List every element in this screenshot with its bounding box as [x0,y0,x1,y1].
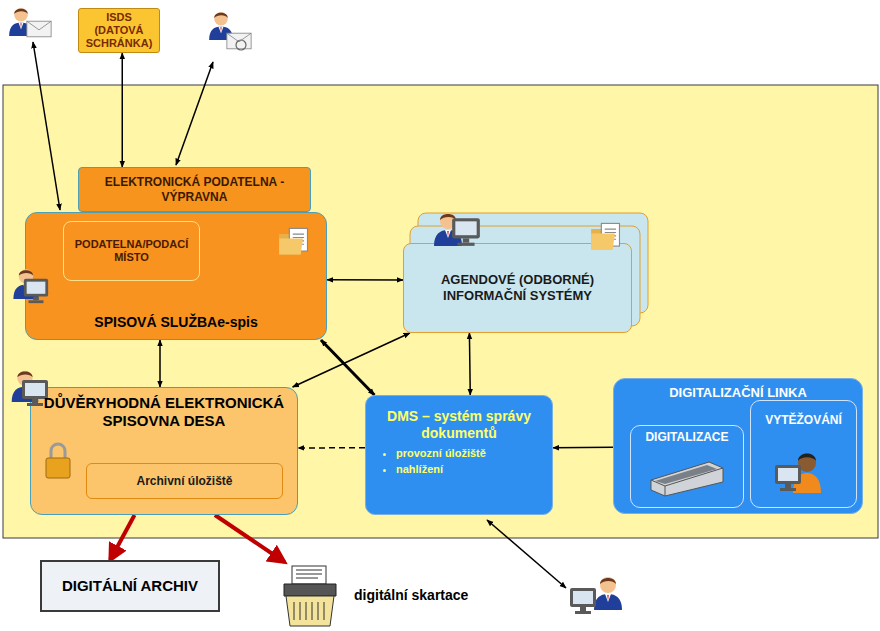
archivist-icon [6,364,50,410]
node-label: Archivní úložiště [136,474,232,488]
digitization-line-box: DIGITALIZAČNÍ LINKA DIGITALIZACE VYTĚŽOV… [613,378,863,514]
connector [122,53,124,167]
node-label: DŮVĚRYHODNÁ ELEKTRONICKÁ SPISOVNA DESA [39,394,289,430]
node-label: DIGITALIZACE [645,430,728,444]
node-label: DIGITALIZAČNÍ LINKA [669,385,807,401]
node-label: ELEKTRONICKÁ PODATELNA - VÝPRAVNA [87,175,302,204]
intake-point-box: PODATELNA/PODACÍ MÍSTO [63,221,200,281]
user-link [33,42,60,210]
user-icon [428,206,484,252]
bullet-item: nahlížení [396,462,486,478]
connector [553,447,613,449]
monitor-icon [570,588,596,614]
transfer-arrow [110,515,134,560]
connector [298,447,365,449]
connector [469,333,471,395]
dms-box: DMS – systém správy dokumentů provozní úl… [365,395,553,515]
node-label: ISDS (DATOVÁ SCHRÁNKA) [86,11,153,51]
scanner-icon [647,450,727,500]
lock-icon [43,440,73,480]
agenda-systems-box: AGENDOVÉ (ODBORNÉ) INFORMAČNÍ SYSTÉMY [403,243,632,333]
connector [293,333,410,387]
operator-icon [771,441,835,493]
transfer-arrow [215,515,285,562]
folder-icon [278,227,312,257]
digital-archive-box: DIGITÁLNÍ ARCHIV [40,560,220,612]
stack-card [410,226,640,326]
archive-storage-box: Archivní úložiště [86,463,283,499]
digitization-box: DIGITALIZACE [630,425,744,508]
folder-icon [590,222,624,252]
registry-box: ISDS (DATOVÁ SCHRÁNKA) [78,8,160,53]
connector [159,340,161,387]
records-service-box: SPISOVÁ SLUŽBAe-spis PODATELNA/PODACÍ MÍS… [25,212,327,340]
shredder-icon [278,562,344,628]
bullet-item: provozní úložiště [396,446,486,462]
user-link [487,520,566,588]
node-label: SPISOVÁ SLUŽBAe-spis [94,314,257,331]
trusted-archive-box: DŮVĚRYHODNÁ ELEKTRONICKÁ SPISOVNA DESA Ar… [30,387,298,515]
letter-icon [27,21,51,37]
connector [327,279,403,281]
node-label: VYTĚŽOVÁNÍ [765,413,842,427]
shredding-node: digitální skartace [278,562,493,628]
clerk-icon [8,263,50,307]
node-label: PODATELNA/PODACÍ MÍSTO [72,238,191,264]
person-icon [594,577,622,610]
node-label: DMS – systém správy dokumentů [374,408,544,442]
at-sign [236,40,246,50]
node-label: DIGITÁLNÍ ARCHIV [62,577,198,595]
user-link [176,62,213,165]
node-label: digitální skartace [354,587,468,604]
extraction-box: VYTĚŽOVÁNÍ [750,400,857,508]
filing-office-tab: ELEKTRONICKÁ PODATELNA - VÝPRAVNA [78,167,311,212]
connector [321,340,374,395]
system-frame [3,85,878,538]
bullet-list: provozní úložištěnahlížení [380,446,486,478]
node-label: AGENDOVÉ (ODBORNÉ) INFORMAČNÍ SYSTÉMY [412,272,623,303]
